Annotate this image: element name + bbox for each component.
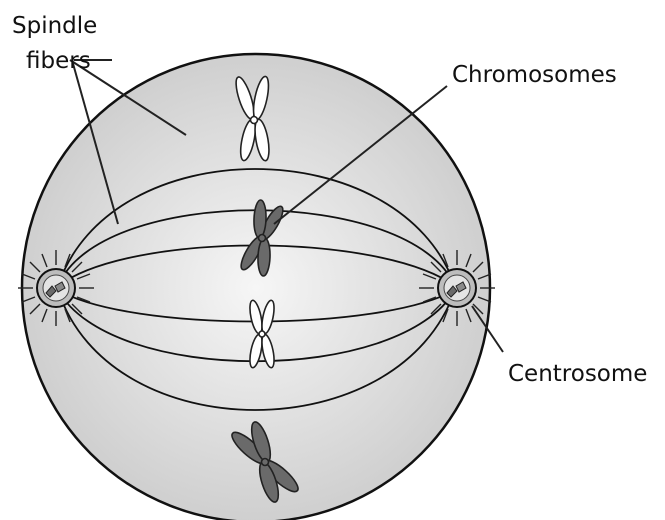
label-spindle-fibers-line2: fibers bbox=[26, 48, 91, 74]
label-chromosomes: Chromosomes bbox=[452, 62, 617, 88]
label-centrosome: Centrosome bbox=[508, 361, 647, 387]
label-spindle-fibers-line1: Spindle bbox=[12, 13, 97, 39]
